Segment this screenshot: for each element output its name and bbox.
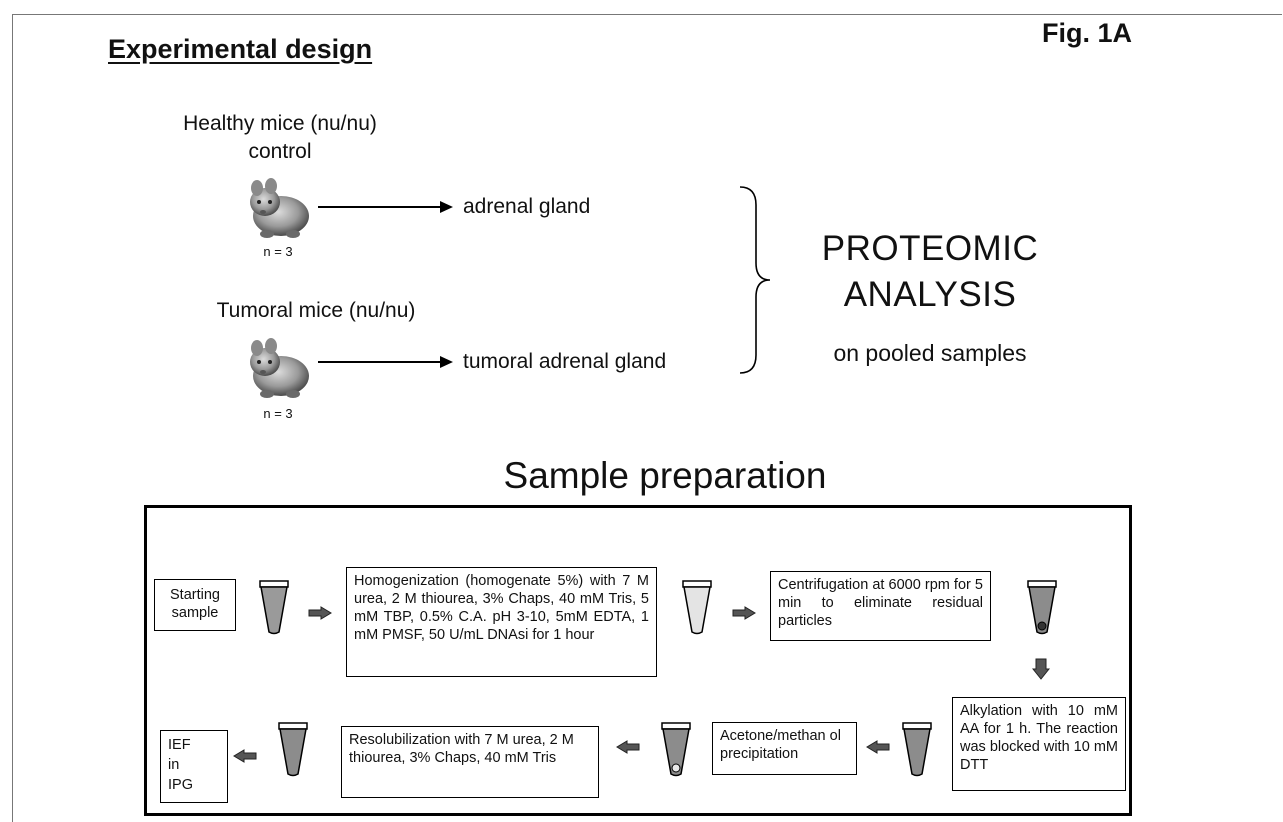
prep-title: Sample preparation: [503, 455, 827, 496]
tube-icon: [278, 722, 308, 777]
tube-with-pellet-icon: [661, 722, 691, 777]
healthy-mouse-icon: [250, 178, 309, 238]
step-homogenization: Homogenization (homogenate 5%) with 7 M …: [346, 567, 657, 677]
tube-icon: [259, 580, 289, 635]
figure-label: Fig. 1A: [1042, 18, 1133, 48]
tumoral-arrow-shaft: [318, 361, 442, 363]
healthy-destination: adrenal gland: [463, 195, 591, 218]
healthy-n-label: n = 3: [263, 244, 293, 259]
tube-icon: [682, 580, 712, 635]
tumoral-destination: tumoral adrenal gland: [463, 350, 667, 373]
step-ief-line2: in: [168, 757, 180, 773]
step-alkylation: Alkylation with 10 mM AA for 1 h. The re…: [952, 697, 1126, 791]
flow-arrow-down-icon: [1032, 658, 1050, 680]
step-ief-line1: IEF: [168, 737, 191, 753]
analysis-line2: ANALYSIS: [843, 275, 1017, 314]
tumoral-arrow-head: [440, 356, 453, 368]
healthy-group-label: Healthy mice (nu/nu) control: [150, 110, 410, 166]
step-starting-sample: Starting sample: [154, 579, 236, 631]
step-precipitation: Acetone/methan ol precipitation: [712, 722, 857, 775]
tumoral-group-label-line1: Tumoral mice (nu/nu): [216, 299, 416, 322]
healthy-arrow-head: [440, 201, 453, 213]
flow-arrow-left-icon: [233, 749, 257, 763]
flow-arrow-right-icon: [308, 606, 332, 620]
tube-icon: [902, 722, 932, 777]
healthy-arrow-shaft: [318, 206, 442, 208]
flow-arrow-right-icon: [732, 606, 756, 620]
figure-frame: [12, 14, 1282, 822]
healthy-group-label-line1: Healthy mice (nu/nu): [183, 112, 377, 135]
analysis-subtitle: on pooled samples: [833, 340, 1027, 366]
tumoral-group-label: Tumoral mice (nu/nu): [196, 297, 436, 325]
tumoral-mouse-icon: [250, 338, 309, 398]
step-ief: IEF in IPG: [160, 730, 228, 803]
healthy-group-label-line2: control: [248, 140, 312, 163]
prep-box: [144, 505, 1132, 816]
flow-arrow-left-icon: [616, 740, 640, 754]
step-ief-line3: IPG: [168, 777, 193, 793]
step-resolubilization: Resolubilization with 7 M urea, 2 M thio…: [341, 726, 599, 798]
flow-arrow-left-icon: [866, 740, 890, 754]
section-title: Experimental design: [108, 34, 373, 64]
tumoral-n-label: n = 3: [263, 406, 293, 421]
analysis-line1: PROTEOMIC: [821, 229, 1039, 268]
tube-with-pellet-icon: [1027, 580, 1057, 635]
grouping-brace: [739, 186, 771, 374]
step-centrifugation: Centrifugation at 6000 rpm for 5 min to …: [770, 571, 991, 641]
